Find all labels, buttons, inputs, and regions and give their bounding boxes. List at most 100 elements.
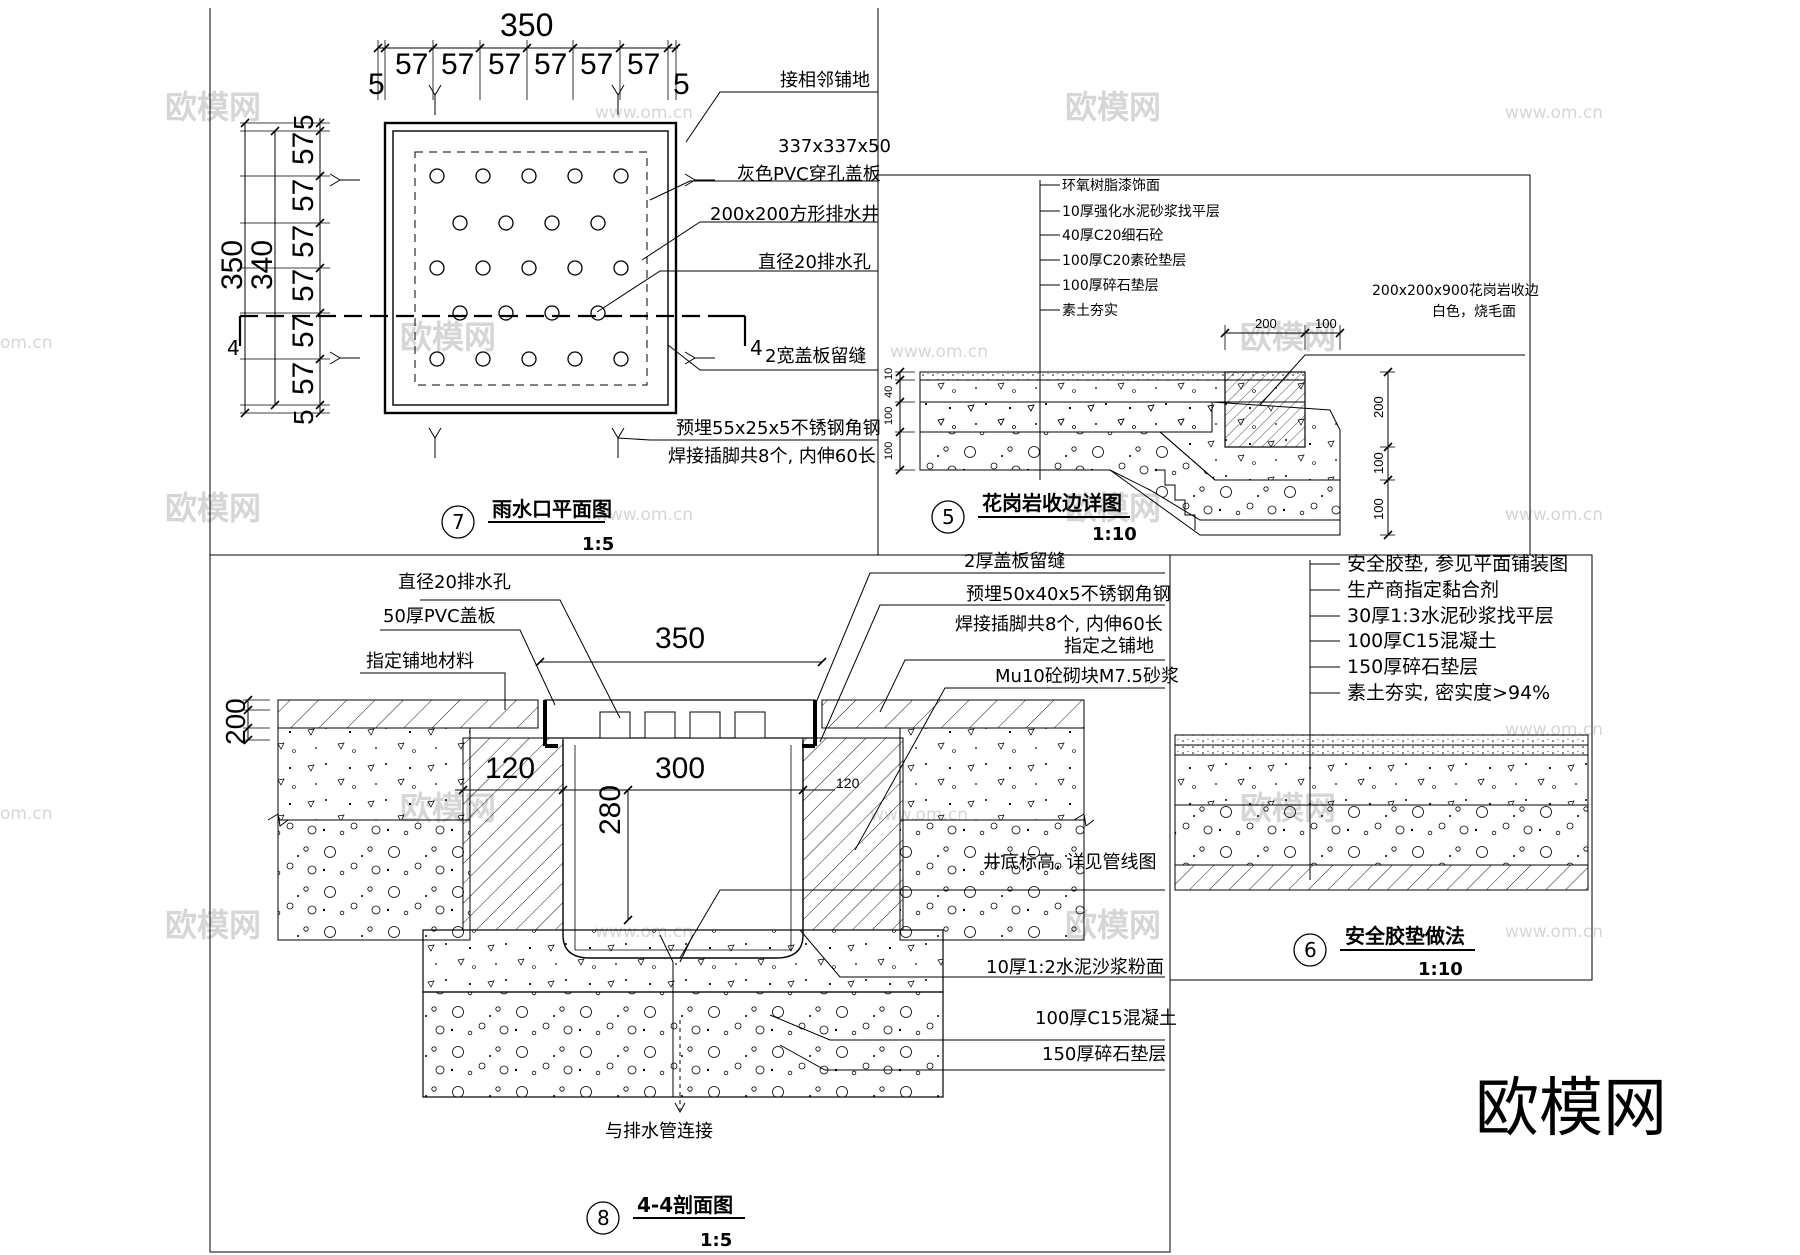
leader-line [814,572,1165,706]
dimension-tick [240,118,250,128]
break-line [1073,813,1095,827]
dimension-tick [243,735,253,745]
anchor-mark [329,351,341,365]
dimension-tick [568,43,578,53]
brand-logo: 欧模网 [1475,1072,1667,1146]
base-concrete-right [899,727,1085,821]
drawing-frames [209,8,1593,1253]
dimension-tick [663,43,673,53]
drain-hole [452,305,468,321]
annotation-hole: 直径20排水孔 [758,252,871,273]
anchor-mark [611,427,625,439]
dimension-tick [315,118,325,128]
detail-number: 6 [1304,938,1317,962]
dimension-tick [315,171,325,181]
dimension-tick [1335,328,1345,338]
annotation-steel1: 预埋55x25x5不锈钢角钢 [676,418,881,439]
leader-line [769,1014,1165,1041]
layer-concrete [1174,754,1589,806]
dim-module-top: 57 [627,48,660,81]
dimension-tick [623,785,633,795]
drain-hole [613,168,629,184]
paving-left [277,699,539,729]
anchor-mark [329,173,341,187]
pipe-arrow [674,1102,686,1114]
anchor-mark [428,427,442,439]
dimension-tick [380,43,390,53]
dim-module-left: 57 [287,225,320,258]
drain-hole [613,260,629,276]
dimension-tick [623,915,633,925]
base-concrete-left [277,727,471,821]
dimension-tick [535,657,545,667]
drain-hole [429,260,445,276]
drain-hole [544,215,560,231]
detail-scale: 1:10 [1418,959,1463,980]
detail-title: 4-4剖面图 [637,1193,733,1217]
dim-280: 280 [594,785,627,835]
drain-hole [567,351,583,367]
detail-scale: 1:5 [700,1230,732,1251]
drain-hole [498,215,514,231]
layer-soil [1174,864,1589,891]
leader-line [380,629,556,706]
detail-scale: 1:10 [1092,524,1137,545]
dim-stack: 200 [220,698,251,745]
dim-module-top: 57 [441,48,474,81]
dimension-tick [458,785,468,795]
annotation-paving2: 指定之铺地 [1064,636,1154,657]
drain-hole [475,351,491,367]
annotation-paving: 指定铺地材料 [366,651,474,672]
leader-line [799,929,1165,978]
dimension-tick [1383,475,1393,485]
dimension-tick [315,408,325,418]
granite-edge [1224,371,1306,448]
detail-number: 7 [452,510,465,534]
drain-hole [590,305,606,321]
watermark-brand: 欧模网 [165,906,261,944]
frame-section8 [209,554,1171,1253]
dimension-tick [315,354,325,364]
leader-line [667,344,878,371]
leader-line [617,437,878,441]
layer-label: 10厚强化水泥砂浆找平层 [1062,204,1220,220]
annotation-adjacent: 接相邻铺地 [780,70,870,91]
annotation-steel2: 焊接插脚共8个, 内伸60长 [955,614,1163,635]
dimension-tick [1300,328,1310,338]
dimension-tick [1383,367,1393,377]
dim-300: 300 [655,752,705,785]
dimension-tick [1383,530,1393,540]
detail-number: 5 [942,505,955,529]
dim-layer: 100 [883,442,895,460]
base-gravel-left [277,819,471,941]
leader-line [1259,354,1525,406]
layer-label: 生产商指定黏合剂 [1347,579,1499,601]
watermark-brand: 欧模网 [165,88,261,126]
dim-layer: 40 [883,386,895,398]
leader-line [854,687,1165,851]
leader-line [649,180,878,201]
drain-hole [429,351,445,367]
dimension-tick [373,43,383,53]
dim-120-small: 120 [836,775,860,791]
annotation-cover: 50厚PVC盖板 [383,606,496,627]
detail-number-circle [931,500,965,534]
watermark-site: www.om.cn [1505,922,1603,942]
dim-total-top: 350 [500,7,553,43]
layer-label: 100厚碎石垫层 [1062,278,1159,294]
watermark-tile: om.cn [0,804,53,824]
dim-module-top: 57 [488,48,521,81]
dim-edge-left: 5 [288,409,319,425]
drain-hole [567,168,583,184]
annotation-cover_size: 337x337x50 [778,136,891,157]
dimension-tick [243,723,253,733]
drain-hole [475,168,491,184]
detail-number: 8 [597,1206,610,1230]
section-mark-left: 4 [227,336,240,360]
cover-slot [644,711,676,739]
layer-label: 素土夯实 [1062,303,1118,319]
dimension-tick [240,408,250,418]
dim-module-left: 57 [287,315,320,348]
